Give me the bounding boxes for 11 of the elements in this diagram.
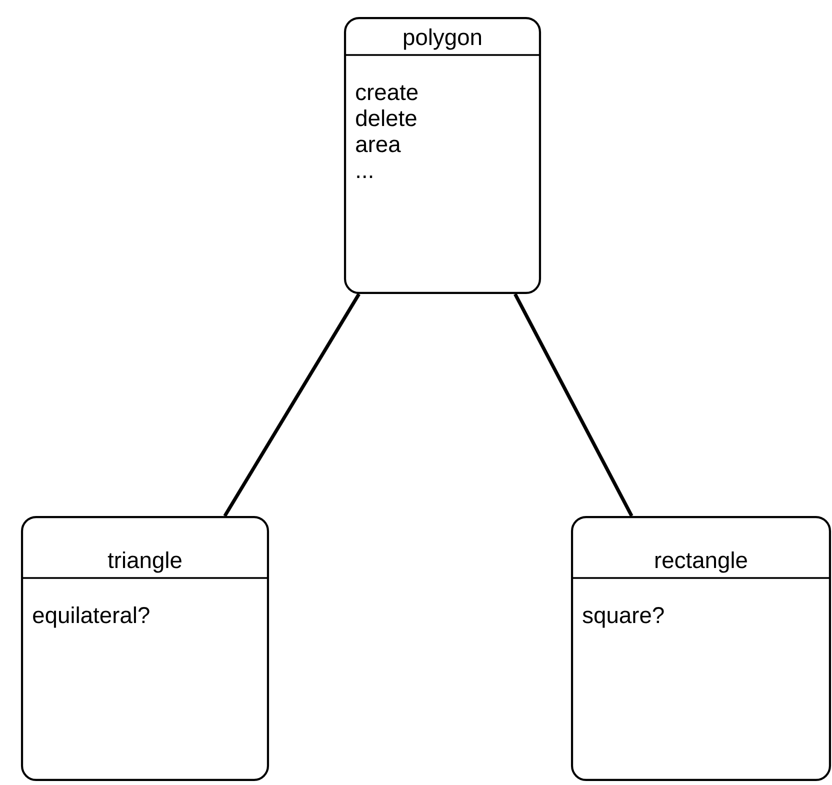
class-name: polygon — [404, 28, 481, 50]
operation-text: square? — [582, 607, 664, 628]
operation-text: delete — [356, 109, 416, 126]
operation-text: equilateral? — [33, 606, 150, 628]
class-name: triangle — [108, 551, 182, 573]
operation-text: ... — [357, 176, 372, 178]
operation-text: area — [356, 140, 401, 152]
operation-text: create — [356, 85, 418, 100]
class-name: rectangle — [656, 551, 747, 573]
connector-line — [514, 293, 634, 517]
connector-line — [223, 293, 360, 517]
